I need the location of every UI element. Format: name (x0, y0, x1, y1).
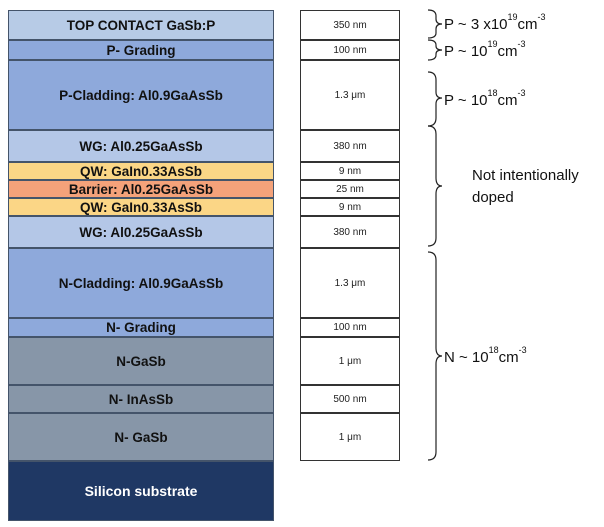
thickness-n-inassb: 500 nm (300, 385, 400, 413)
doping-top-contact: P ~ 3 x1019cm-3 (444, 12, 546, 33)
doping-p-cladding: P ~ 1018cm-3 (444, 88, 526, 109)
thickness-n-gasb-bottom: 1 μm (300, 413, 400, 461)
layer-wg-bottom: WG: Al0.25GaAsSb (8, 216, 274, 248)
doping-undoped: Not intentionally doped (472, 165, 579, 209)
layer-silicon-substrate: Silicon substrate (8, 461, 274, 521)
thickness-n-gasb: 1 μm (300, 337, 400, 385)
doping-unit-exponent: -3 (517, 88, 526, 98)
thickness-n-grading: 100 nm (300, 318, 400, 337)
brace-p-cladding (427, 71, 443, 127)
doping-unit-exponent: -3 (517, 39, 526, 49)
brace-n-doped (427, 251, 443, 461)
layer-qw-2: QW: GaIn0.33AsSb (8, 198, 274, 216)
doping-unit-exponent: -3 (518, 345, 527, 355)
thickness-qw-1: 9 nm (300, 162, 400, 180)
layer-n-gasb: N-GaSb (8, 337, 274, 385)
layer-n-grading: N- Grading (8, 318, 274, 337)
layer-wg-top: WG: Al0.25GaAsSb (8, 130, 274, 162)
layer-n-inassb: N- InAsSb (8, 385, 274, 413)
doping-exponent: 18 (487, 88, 498, 98)
doping-unit: cm (498, 349, 519, 366)
layer-barrier: Barrier: Al0.25GaAsSb (8, 180, 274, 198)
layer-qw-1: QW: GaIn0.33AsSb (8, 162, 274, 180)
doping-n-doped: N ~ 1018cm-3 (444, 345, 527, 366)
brace-p-grading (427, 39, 443, 61)
doping-prefix: P ~ 10 (444, 43, 488, 60)
thickness-barrier: 25 nm (300, 180, 400, 198)
doping-prefix: P ~ 10 (444, 92, 488, 109)
thickness-top-contact: 350 nm (300, 10, 400, 40)
doping-unit: cm (497, 43, 518, 60)
doping-prefix: P ~ 3 x10 (444, 16, 508, 33)
thickness-p-grading: 100 nm (300, 40, 400, 60)
brace-undoped (427, 125, 443, 247)
thickness-qw-2: 9 nm (300, 198, 400, 216)
thickness-wg-top: 380 nm (300, 130, 400, 162)
doping-exponent: 18 (488, 345, 499, 355)
brace-top-contact (427, 9, 443, 39)
doping-undoped-line2: doped (472, 189, 514, 206)
doping-p-grading: P ~ 1019cm-3 (444, 39, 526, 60)
doping-exponent: 19 (487, 39, 498, 49)
layer-n-gasb-bottom: N- GaSb (8, 413, 274, 461)
doping-unit-exponent: -3 (537, 12, 546, 22)
doping-exponent: 19 (507, 12, 518, 22)
doping-unit: cm (497, 92, 518, 109)
layer-p-grading: P- Grading (8, 40, 274, 60)
layer-n-cladding: N-Cladding: Al0.9GaAsSb (8, 248, 274, 318)
layer-top-contact: TOP CONTACT GaSb:P (8, 10, 274, 40)
thickness-p-cladding: 1.3 μm (300, 60, 400, 130)
doping-undoped-line1: Not intentionally (472, 167, 579, 184)
thickness-wg-bottom: 380 nm (300, 216, 400, 248)
doping-prefix: N ~ 10 (444, 349, 489, 366)
thickness-n-cladding: 1.3 μm (300, 248, 400, 318)
doping-unit: cm (517, 16, 538, 33)
layer-p-cladding: P-Cladding: Al0.9GaAsSb (8, 60, 274, 130)
